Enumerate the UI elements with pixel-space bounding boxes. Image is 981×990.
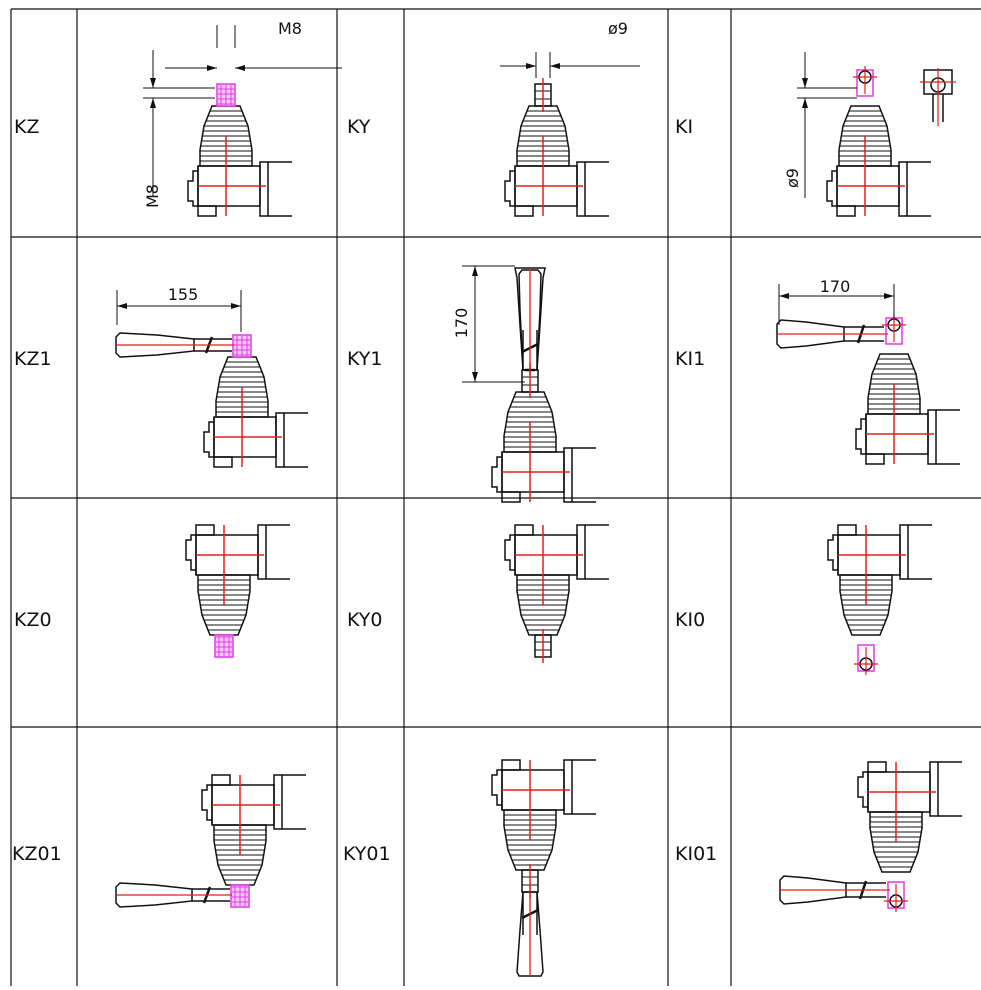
handle-ky1 [514, 267, 546, 375]
code-label-ky1: KY1 [347, 348, 382, 370]
dimension-lines-kz1 [116, 290, 242, 332]
code-label-kz0: KZ0 [14, 609, 52, 631]
code-label-ki1: KI1 [675, 348, 705, 370]
code-label-kz01: KZ01 [12, 843, 62, 865]
valve-shape-ki [826, 66, 931, 217]
valve-shape-kz01 [201, 774, 306, 908]
lever-ki01 [779, 875, 890, 905]
lever-kz1 [115, 332, 234, 358]
dimension-ki1-length: 170 [820, 277, 851, 296]
valve-shape-ki0 [827, 524, 932, 675]
valve-shape-ky0 [504, 524, 609, 663]
handle-ky01 [516, 886, 544, 977]
dimension-lines-ky1 [462, 265, 525, 383]
valve-shape-ky01 [491, 759, 596, 898]
dimension-ki-height: ø9 [783, 168, 802, 188]
code-label-ky0: KY0 [347, 609, 382, 631]
dimension-ky-width: ø9 [608, 19, 628, 38]
dimension-lines-ky [500, 52, 640, 78]
valve-side-view-ki [920, 68, 956, 126]
dimension-lines-ki1 [778, 284, 895, 325]
dimension-kz1-length: 155 [168, 285, 199, 304]
code-label-ky01: KY01 [343, 843, 391, 865]
code-label-ki01: KI01 [675, 843, 717, 865]
dimension-kz-width: M8 [278, 19, 302, 38]
valve-shape-kz1 [203, 334, 308, 468]
valve-shape-kz0 [185, 524, 290, 658]
code-label-ki: KI [675, 116, 693, 138]
valve-shape-ki01 [857, 761, 962, 912]
valve-shape-ki1 [855, 314, 960, 465]
table-grid [10, 8, 981, 986]
valve-shape-kz [187, 83, 292, 217]
lever-kz01 [115, 882, 232, 908]
dimension-lines-kz [143, 25, 342, 196]
dimension-ky1-length: 170 [452, 308, 471, 339]
valve-drawings [115, 25, 962, 977]
code-label-kz1: KZ1 [14, 348, 52, 370]
dimension-kz-height: M8 [143, 184, 162, 208]
dimension-lines-ki [797, 52, 857, 198]
code-label-ky: KY [347, 116, 371, 138]
code-label-ki0: KI0 [675, 609, 705, 631]
code-label-kz: KZ [14, 116, 39, 138]
valve-shape-ky1 [491, 364, 596, 503]
lever-ki1 [776, 319, 888, 349]
valve-shape-ky [504, 78, 609, 217]
